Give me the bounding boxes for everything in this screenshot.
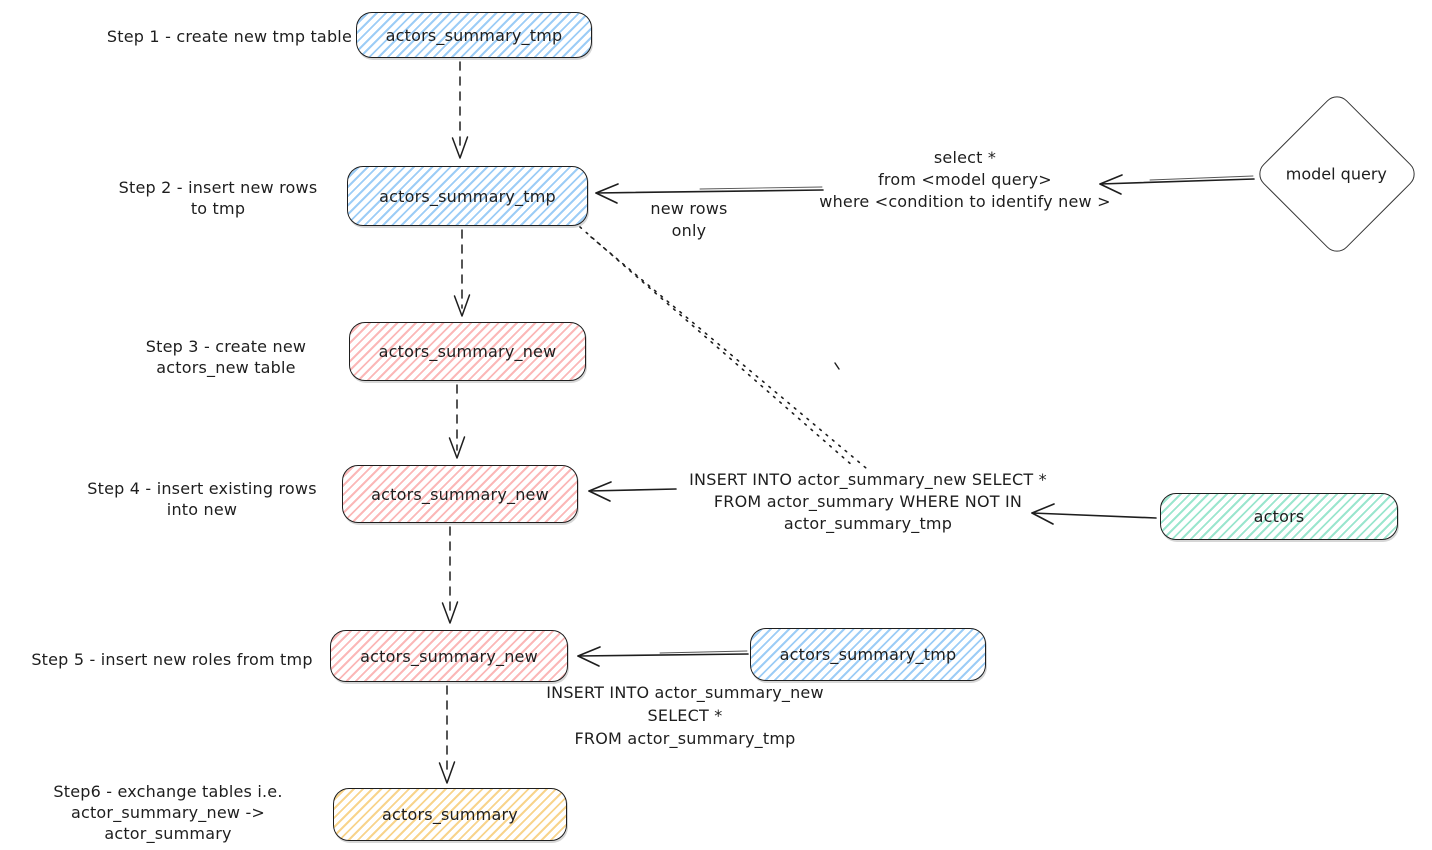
node-label: actors_summary	[382, 805, 518, 824]
node-actors[interactable]: actors	[1160, 493, 1398, 540]
node-label: actors_summary_new	[378, 342, 557, 361]
step2-label-line1: Step 2 - insert new rows	[118, 178, 318, 197]
node-label: actors_summary_new	[371, 484, 549, 504]
dotted-link-step2-insert	[579, 226, 867, 469]
step3-label: Step 3 - create new actors_new table	[130, 336, 322, 378]
node-step6-actors-summary[interactable]: actors_summary	[333, 788, 567, 841]
node-step5-actors-summary-new[interactable]: actors_summary_new	[330, 630, 568, 682]
node-step3-actors-summary-new[interactable]: actors_summary_new	[349, 322, 586, 381]
step6-label-line2: actor_summary_new -> actor_summary	[70, 803, 266, 843]
step1-label-line1: Step 1 - create new tmp table	[106, 27, 352, 46]
arrow-step2-step3	[453, 229, 471, 317]
step4-label-line2: into new	[166, 500, 238, 519]
arrow-step5-step6	[438, 685, 456, 784]
select-query-line3: where <condition to identify new >	[819, 192, 1111, 211]
node-step4-actors-summary-new[interactable]: actors_summary_new	[342, 465, 578, 523]
step4-label-line1: Step 4 - insert existing rows	[87, 479, 317, 498]
node-step2-actors-summary-tmp[interactable]: actors_summary_tmp	[347, 166, 588, 226]
stray-mark	[834, 362, 840, 370]
insert-new-line1: INSERT INTO actor_summary_new	[546, 683, 824, 702]
node-label: actors	[1253, 507, 1305, 526]
node-step1-actors-summary-tmp[interactable]: actors_summary_tmp	[356, 12, 592, 58]
insert-existing-line1: INSERT INTO actor_summary_new SELECT *	[689, 470, 1047, 489]
node-tmp-source-actors-summary-tmp[interactable]: actors_summary_tmp	[750, 628, 986, 681]
arrow-insert-step4	[588, 481, 677, 502]
step5-label: Step 5 - insert new roles from tmp	[28, 649, 316, 670]
node-label: actors_summary_tmp	[385, 25, 563, 45]
insert-existing-annotation: INSERT INTO actor_summary_new SELECT * F…	[668, 469, 1068, 535]
arrow-tmp-step5	[577, 646, 749, 667]
step1-label: Step 1 - create new tmp table	[100, 26, 352, 47]
node-model-query[interactable]: model query	[1253, 90, 1421, 258]
step2-label-line2: to tmp	[190, 199, 246, 218]
insert-new-annotation: INSERT INTO actor_summary_new SELECT * F…	[530, 681, 840, 750]
step6-label: Step6 - exchange tables i.e. actor_summa…	[16, 781, 320, 844]
insert-new-line3: FROM actor_summary_tmp	[574, 729, 796, 748]
step3-label-line1: Step 3 - create new	[145, 337, 307, 356]
node-label: actors_summary_tmp	[779, 645, 957, 664]
step3-label-line2: actors_new table	[156, 358, 296, 377]
select-query-line2: from <model query>	[878, 170, 1052, 189]
node-label: model query	[1286, 164, 1388, 184]
node-label: actors_summary_new	[360, 646, 538, 666]
arrow-step4-step5	[441, 526, 459, 624]
step4-label: Step 4 - insert existing rows into new	[84, 478, 320, 520]
step2-label: Step 2 - insert new rows to tmp	[118, 177, 318, 219]
arrow-step1-step2	[451, 61, 469, 159]
select-query-annotation: select * from <model query> where <condi…	[790, 147, 1140, 213]
insert-new-line2: SELECT *	[647, 706, 723, 725]
arrow-step3-step4	[448, 384, 466, 459]
step5-label-line1: Step 5 - insert new roles from tmp	[31, 650, 313, 669]
node-label: actors_summary_tmp	[379, 186, 556, 206]
new-rows-only-label: new rows only	[650, 199, 728, 240]
step6-label-line1: Step6 - exchange tables i.e.	[53, 782, 283, 801]
insert-existing-line3: actor_summary_tmp	[783, 514, 953, 533]
insert-existing-line2: FROM actor_summary WHERE NOT IN	[713, 492, 1023, 511]
select-query-line1: select *	[933, 148, 997, 167]
